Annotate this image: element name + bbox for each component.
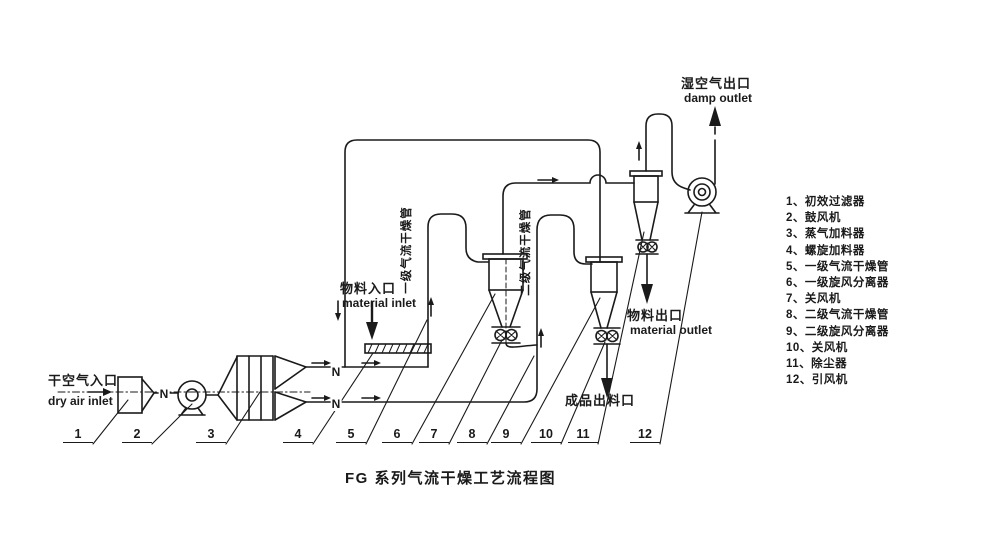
damp-outlet-label-cn: 湿空气出口	[681, 76, 752, 91]
recycle-loop-pipe	[344, 139, 601, 368]
screw-feeder-symbol	[364, 343, 432, 354]
legend-item: 5、一级气流干燥管	[786, 260, 889, 273]
callout-6: 6	[382, 427, 412, 443]
legend-item: 4、螺旋加料器	[786, 244, 865, 257]
material-outlet-label-en: material outlet	[630, 323, 713, 337]
damp-outlet-label-en: damp outlet	[684, 91, 752, 105]
equipment-legend: 1、初效过滤器 2、鼓风机 3、蒸气加料器 4、螺旋加料器 5、一级气流干燥管 …	[786, 193, 889, 387]
callout-9: 9	[491, 427, 521, 443]
cyclone2-symbol	[585, 256, 623, 329]
inlet-valve-symbol: N	[158, 387, 170, 401]
product-outlet-label: 成品出料口	[565, 393, 636, 408]
fan-symbol	[684, 177, 720, 214]
cyclone1-symbol	[482, 253, 528, 345]
blower-symbol	[177, 380, 219, 416]
material-outlet-label-cn: 物料出口	[627, 308, 684, 323]
callout-4: 4	[283, 427, 313, 443]
diagram-title: FG 系列气流干燥工艺流程图	[345, 470, 556, 487]
stage2-drying-tube	[305, 214, 593, 403]
callout-1: 1	[63, 427, 93, 443]
callout-3: 3	[196, 427, 226, 443]
callout-2: 2	[122, 427, 152, 443]
flow-arrows	[311, 141, 642, 401]
legend-item: 8、二级气流干燥管	[786, 309, 889, 322]
stage1-pipe-label: 一级气流干燥管	[401, 206, 413, 294]
callout-5: 5	[336, 427, 366, 443]
callout-7: 7	[419, 427, 449, 443]
legend-item: 11、除尘器	[786, 357, 848, 370]
callout-12: 12	[630, 427, 660, 443]
cyclone1-outlet-pipe	[502, 174, 635, 255]
callout-8: 8	[457, 427, 487, 443]
legend-item: 7、关风机	[786, 293, 841, 306]
rotary-valve2-symbol	[593, 327, 621, 345]
bottom-pipe-valve-symbol: N	[330, 397, 342, 411]
callout-10: 10	[531, 427, 561, 443]
dry-air-inlet-label-cn: 干空气入口	[48, 373, 119, 388]
legend-item: 2、鼓风机	[786, 212, 841, 225]
heater-symbol	[217, 355, 307, 421]
legend-item: 1、初效过滤器	[786, 196, 865, 208]
legend-item: 9、二级旋风分离器	[786, 325, 889, 338]
dust-collector-symbol	[629, 170, 663, 255]
stage2-pipe-label: 二级气流干燥管	[520, 208, 532, 296]
legend-item: 3、蒸气加料器	[786, 228, 865, 241]
legend-item: 12、引风机	[786, 374, 848, 387]
material-inlet-label-en: material inlet	[342, 296, 417, 310]
material-inlet-label-cn: 物料入口	[340, 281, 397, 296]
damp-outlet-arrow	[709, 106, 721, 126]
callout-11: 11	[568, 427, 598, 443]
dry-air-inlet-label-en: dry air inlet	[48, 394, 113, 408]
legend-item: 10、关风机	[786, 341, 848, 354]
top-pipe-valve-symbol: N	[330, 365, 342, 379]
material-outlet-arrow	[641, 284, 653, 304]
rotary-valve1-symbol	[491, 326, 538, 348]
product-outlet-arrow	[601, 378, 613, 398]
stage1-drying-tube	[427, 213, 489, 368]
dust-collector-outlet-pipe	[645, 113, 691, 191]
callout-leader-lines	[92, 211, 703, 445]
legend-item: 6、一级旋风分离器	[786, 276, 889, 289]
